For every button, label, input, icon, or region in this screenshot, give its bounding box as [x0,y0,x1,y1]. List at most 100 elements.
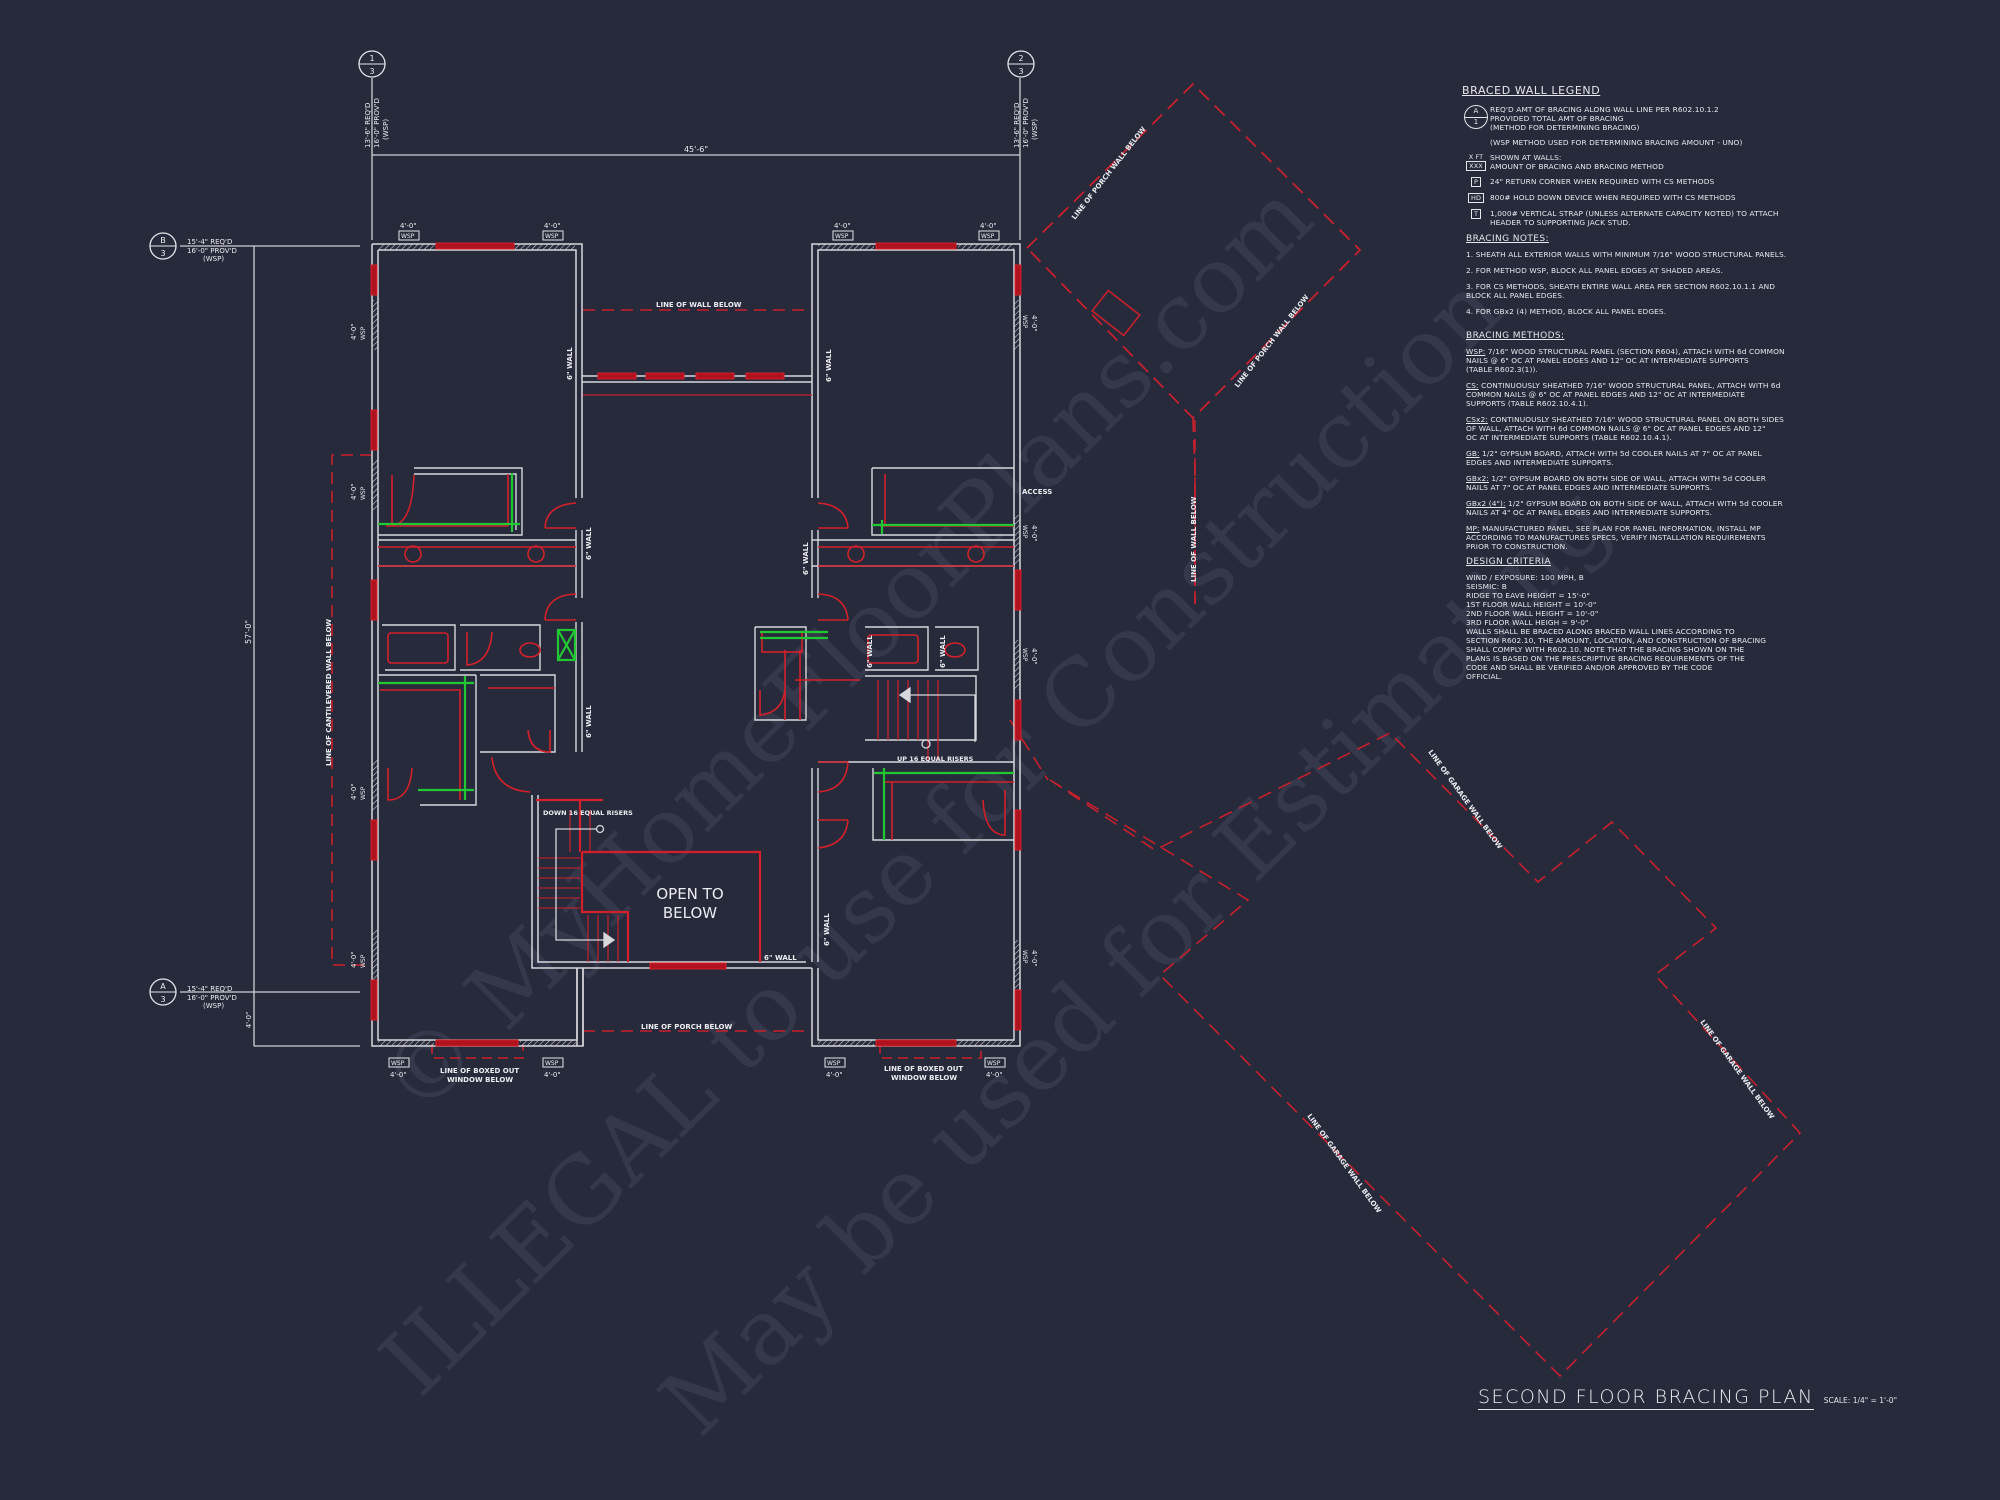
svg-text:13'-6" REQ'D: 13'-6" REQ'D [364,103,372,148]
legend-item: (WSP METHOD USED FOR DETERMINING BRACING… [1490,138,1743,147]
svg-text:4'-0": 4'-0" [1030,525,1038,542]
svg-text:4'-0": 4'-0" [826,1071,843,1079]
hold-down-icon: HD [1467,193,1485,203]
svg-text:16'-0" PROV'D: 16'-0" PROV'D [373,98,381,148]
svg-text:WSP: WSP [1021,315,1028,329]
offset-dimension: 4'-0" [245,1012,253,1029]
legend-title: BRACED WALL LEGEND [1462,84,1601,97]
wsp-hatched-panels [372,244,1020,1046]
garage-wall-below-outline [1009,719,1802,1378]
overall-width-dimension: 45'-6" [684,145,708,154]
strap-icon: T [1470,209,1482,219]
drawing-title: SECOND FLOOR BRACING PLAN [1478,1386,1814,1410]
bracing-method: CS: CONTINUOUSLY SHEATHED 7/16" WOOD STR… [1466,381,1781,408]
svg-text:UP 16 EQUAL RISERS: UP 16 EQUAL RISERS [897,755,974,763]
svg-text:2: 2 [1018,54,1023,63]
svg-text:WSP: WSP [1021,525,1028,539]
svg-text:(WSP): (WSP) [203,1002,224,1010]
svg-text:WSP: WSP [1021,950,1028,964]
cantilevered-wall-below-line [331,454,372,966]
svg-text:WSP: WSP [360,486,367,500]
svg-text:6" WALL: 6" WALL [825,349,833,382]
svg-text:LINE OF CANTILEVERED WALL BELO: LINE OF CANTILEVERED WALL BELOW [325,619,333,766]
bracing-windows [370,242,1022,1047]
svg-text:DOWN 16 EQUAL RISERS: DOWN 16 EQUAL RISERS [543,809,633,817]
grid-marker-B: B 3 15'-4" REQ'D 16'-0" PROV'D (WSP) [149,232,237,263]
svg-text:LINE OF BOXED OUT: LINE OF BOXED OUT [440,1067,519,1075]
svg-text:LINE OF GARAGE WALL BELOW: LINE OF GARAGE WALL BELOW [1426,748,1503,850]
svg-text:15'-4" REQ'D: 15'-4" REQ'D [187,238,232,246]
svg-text:4'-0": 4'-0" [350,951,358,968]
bracing-note: 1. SHEATH ALL EXTERIOR WALLS WITH MINIMU… [1466,250,1787,259]
svg-text:3: 3 [369,67,374,76]
svg-text:WSP: WSP [360,954,367,968]
svg-text:4'-0": 4'-0" [1030,950,1038,967]
svg-text:LINE OF WALL BELOW: LINE OF WALL BELOW [656,301,742,309]
bracing-note: 4. FOR GBx2 (4) METHOD, BLOCK ALL PANEL … [1466,307,1667,316]
svg-text:ACCESS: ACCESS [1022,488,1052,496]
svg-text:4'-0": 4'-0" [980,222,997,230]
interior-walls-right [754,467,1014,962]
svg-text:WSP: WSP [545,233,559,240]
svg-text:6" WALL: 6" WALL [802,542,810,575]
svg-text:4'-0": 4'-0" [834,222,851,230]
svg-text:(WSP): (WSP) [203,255,224,263]
bracing-notes-title: BRACING NOTES: [1466,234,1549,244]
svg-text:4'-0": 4'-0" [350,483,358,500]
legend-item: HD 800# HOLD DOWN DEVICE WHEN REQUIRED W… [1462,193,1822,203]
panel-tags: 4'-0"WSP 4'-0"WSP 4'-0"WSP 4'-0"WSP WSP4… [350,222,1038,1079]
panel-tag-icon: XXX [1466,161,1486,171]
svg-text:16'-0" PROV'D: 16'-0" PROV'D [1022,98,1030,148]
boxed-window-line-right [879,1044,982,1059]
svg-text:WSP: WSP [360,786,367,800]
stair-up-arrow [898,686,976,749]
svg-text:(WSP): (WSP) [1031,119,1039,140]
closet-shelves-right [760,520,1014,840]
legend-item: T 1,000# VERTICAL STRAP (UNLESS ALTERNAT… [1462,209,1822,227]
svg-text:4'-0": 4'-0" [544,222,561,230]
bracing-method: MP: MANUFACTURED PANEL, SEE PLAN FOR PAN… [1466,524,1766,551]
svg-text:A: A [160,982,166,991]
svg-text:13'-6" REQ'D: 13'-6" REQ'D [1013,103,1021,148]
design-criteria-text: WIND / EXPOSURE: 100 MPH, B SEISMIC: B R… [1466,573,1767,681]
svg-text:3: 3 [160,995,165,1004]
open-to-below-area [536,798,762,962]
svg-text:16'-0" PROV'D: 16'-0" PROV'D [187,994,237,1002]
overall-depth-dimension: 57'-0" [244,620,253,644]
svg-text:WSP: WSP [827,1060,841,1067]
stair-up [877,680,939,760]
svg-text:4'-0": 4'-0" [1030,315,1038,332]
svg-text:WINDOW BELOW: WINDOW BELOW [447,1076,513,1084]
svg-text:WSP: WSP [835,233,849,240]
drawing-title-block: SECOND FLOOR BRACING PLAN SCALE: 1/4" = … [1478,1386,1897,1410]
svg-text:6" WALL: 6" WALL [823,913,831,946]
svg-text:3: 3 [1018,67,1023,76]
bracing-note: 2. FOR METHOD WSP, BLOCK ALL PANEL EDGES… [1466,266,1724,275]
svg-text:4'-0": 4'-0" [400,222,417,230]
svg-text:6" WALL: 6" WALL [866,635,874,668]
boxed-window-line-left [431,1044,524,1059]
svg-text:16'-0" PROV'D: 16'-0" PROV'D [187,247,237,255]
svg-text:WSP: WSP [360,326,367,340]
design-criteria-title: DESIGN CRITERIA [1466,557,1551,567]
bracing-methods-title: BRACING METHODS: [1466,331,1565,341]
dimension-lines [180,78,1021,1047]
svg-text:WSP: WSP [401,233,415,240]
svg-text:LINE OF WALL BELOW: LINE OF WALL BELOW [1190,496,1198,582]
svg-text:6" WALL: 6" WALL [585,527,593,560]
legend-item: P 24" RETURN CORNER WHEN REQUIRED WITH C… [1462,177,1822,187]
bracing-note: 3. FOR CS METHODS, SHEATH ENTIRE WALL AR… [1466,282,1776,300]
svg-text:LINE OF PORCH BELOW: LINE OF PORCH BELOW [641,1023,732,1031]
stair-down-arrow [555,824,616,949]
svg-text:WSP: WSP [391,1060,405,1067]
svg-text:6" WALL: 6" WALL [764,954,797,962]
open-to-below-label-2: BELOW [663,904,717,922]
open-to-below-label-1: OPEN TO [656,885,723,903]
bracing-method: GBx2 (4"): 1/2" GYPSUM BOARD ON BOTH SID… [1466,499,1783,517]
svg-text:WSP: WSP [545,1060,559,1067]
